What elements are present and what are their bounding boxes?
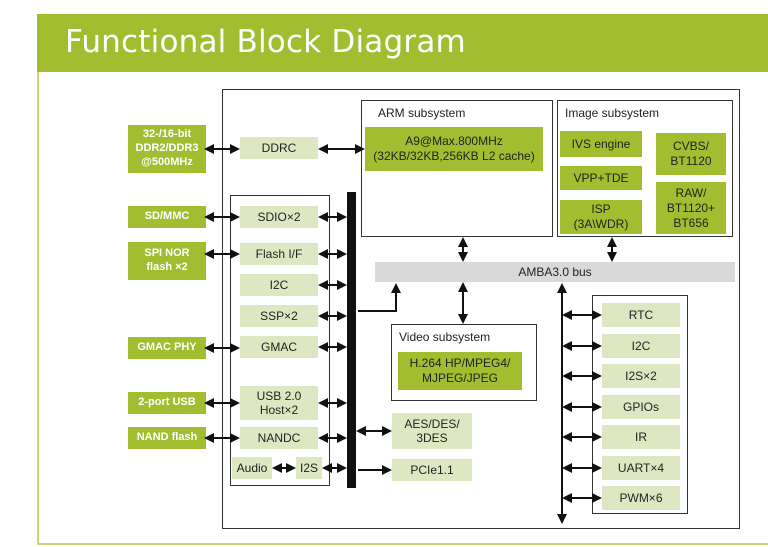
raw-block: RAW/ BT1120+ BT656 [656,182,726,234]
cvbs-block: CVBS/ BT1120 [656,133,726,175]
flash-if-block: Flash I/F [240,243,318,265]
title-banner: Functional Block Diagram [37,14,768,72]
i2s-right-block: I2S×2 [602,364,680,388]
ddrc-block: DDRC [240,137,318,159]
i2s-left-block: I2S [296,457,322,479]
uart-block: UART×4 [602,456,680,480]
video-subsystem-label: Video subsystem [399,330,491,344]
rtc-block: RTC [602,303,680,327]
isp-block: ISP (3A\WDR) [560,200,642,234]
ssp-block: SSP×2 [240,305,318,327]
nandc-block: NANDC [240,427,318,449]
aes-des-block: AES/DES/ 3DES [392,413,472,449]
cpu-block: A9@Max.800MHz (32KB/32KB,256KB L2 cache) [365,127,543,171]
ir-block: IR [602,425,680,449]
external-spi-nor: SPI NOR flash ×2 [128,242,206,280]
external-nand-flash: NAND flash [128,427,206,449]
i2c-right-block: I2C [602,334,680,358]
ivs-engine-block: IVS engine [560,131,642,157]
arm-subsystem-label: ARM subsystem [378,106,466,120]
pwm-block: PWM×6 [602,486,680,510]
page-title: Functional Block Diagram [65,24,466,60]
external-usb: 2-port USB [128,392,206,414]
audio-block: Audio [232,457,272,479]
external-sd-mmc: SD/MMC [128,206,206,228]
sdio-block: SDIO×2 [240,206,318,228]
external-gmac-phy: GMAC PHY [128,337,206,359]
gmac-block: GMAC [240,336,318,358]
frame-bottom-rule [37,543,768,545]
external-ddr: 32-/16-bit DDR2/DDR3 @500MHz [128,125,206,173]
vpp-tde-block: VPP+TDE [560,166,642,190]
video-codec-block: H.264 HP/MPEG4/ MJPEG/JPEG [398,352,522,390]
image-subsystem-label: Image subsystem [565,106,660,120]
amba-bus: AMBA3.0 bus [375,262,735,282]
gpios-block: GPIOs [602,395,680,419]
i2c-left-block: I2C [240,274,318,296]
frame-left-rule [37,72,39,544]
usb-host-block: USB 2.0 Host×2 [240,386,318,420]
pcie-block: PCIe1.1 [392,459,472,481]
